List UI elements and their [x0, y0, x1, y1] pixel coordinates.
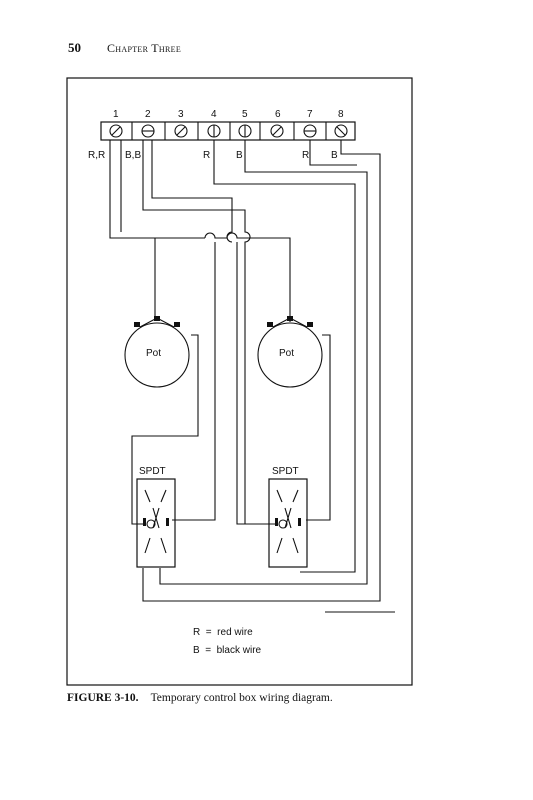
terminal-screw-6: [270, 124, 284, 138]
figure-caption-text: Temporary control box wiring diagram.: [150, 692, 333, 704]
terminal-number-3: 3: [178, 109, 184, 120]
terminal-number-8: 8: [338, 109, 344, 120]
page-number: 50: [68, 40, 81, 55]
figure-number: FIGURE 3-10.: [67, 692, 139, 704]
terminal-number-1: 1: [113, 109, 119, 120]
figure-caption: FIGURE 3-10. Temporary control box wiring…: [67, 692, 333, 704]
terminal-screw-3: [174, 124, 188, 138]
pot-left: [124, 316, 190, 388]
switch-left: [136, 478, 176, 568]
wire-marker-1: R,R: [88, 150, 105, 161]
terminal-number-2: 2: [145, 109, 151, 120]
diagram-frame: [66, 77, 413, 686]
pot-left-label: Pot: [146, 348, 161, 359]
terminal-number-4: 4: [211, 109, 217, 120]
pot-right-label: Pot: [279, 348, 294, 359]
switch-left-label: SPDT: [139, 466, 166, 477]
terminal-number-7: 7: [307, 109, 313, 120]
terminal-screw-2: [141, 124, 155, 138]
wire-marker-7: R: [302, 150, 309, 161]
legend-red: R = red wire: [193, 627, 253, 638]
wire-marker-4: R: [203, 150, 210, 161]
terminal-number-5: 5: [242, 109, 248, 120]
pot-right: [257, 316, 323, 388]
terminal-screw-8: [334, 124, 348, 138]
terminal-screw-7: [303, 124, 317, 138]
terminal-strip: [100, 121, 356, 141]
terminal-number-6: 6: [275, 109, 281, 120]
switch-right: [268, 478, 308, 568]
switch-right-label: SPDT: [272, 466, 299, 477]
page-header: 50 Chapter Three: [68, 40, 181, 56]
terminal-screw-5: [238, 124, 252, 138]
terminal-screw-1: [109, 124, 123, 138]
wire-marker-5: B: [236, 150, 243, 161]
chapter-title: Chapter Three: [107, 41, 182, 55]
terminal-screw-4: [207, 124, 221, 138]
wires: [109, 140, 395, 613]
wire-marker-2: B,B: [125, 150, 141, 161]
wire-marker-8: B: [331, 150, 338, 161]
legend-black: B = black wire: [193, 645, 262, 656]
